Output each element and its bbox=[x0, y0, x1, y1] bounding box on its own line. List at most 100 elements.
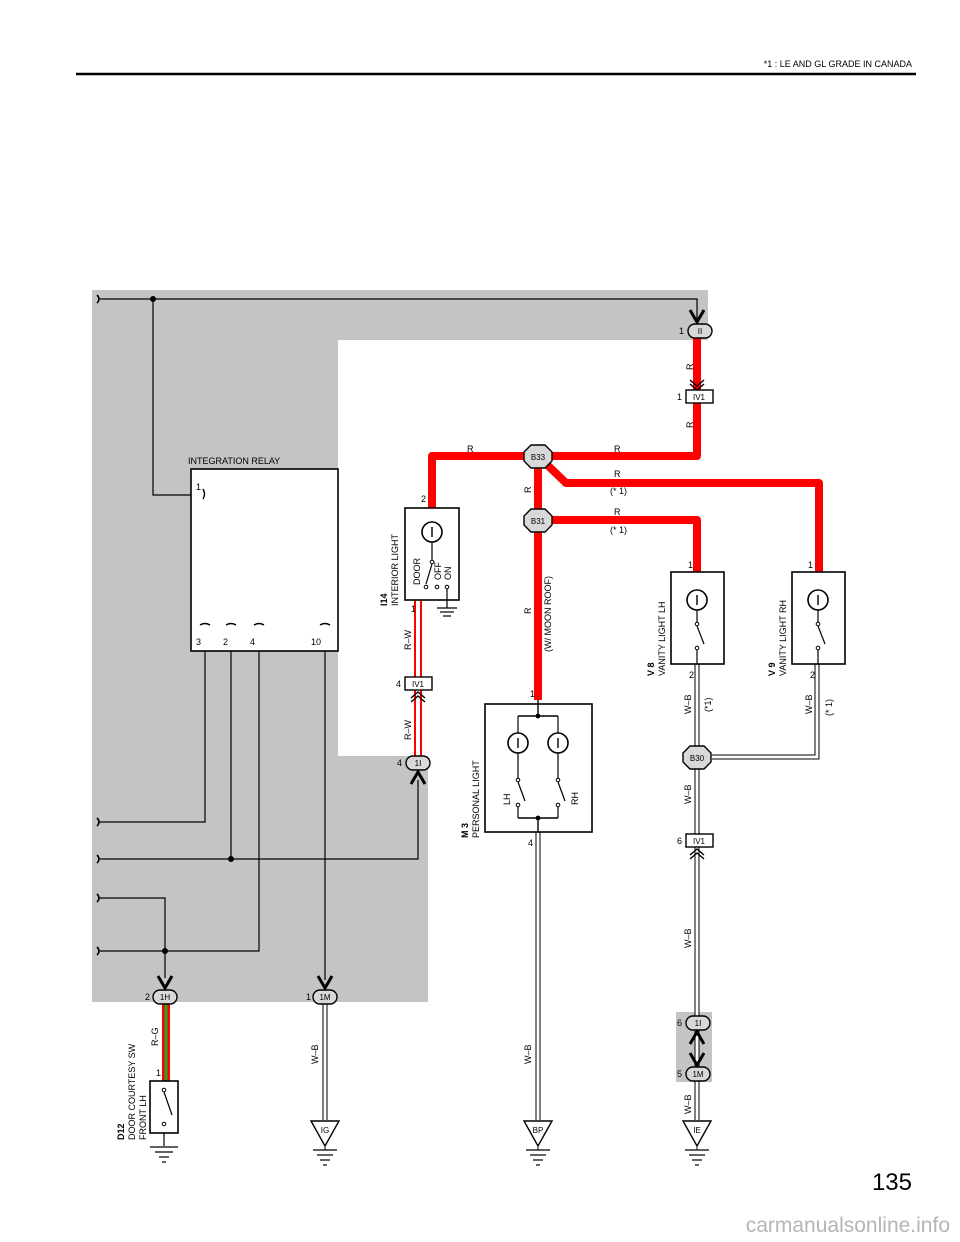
vanity-rh-name: VANITY LIGHT RH bbox=[778, 600, 788, 676]
vanity-rh-pin-top: 1 bbox=[808, 560, 813, 570]
ground-ie: IE bbox=[681, 1120, 713, 1166]
personal-light-code: M 3 bbox=[460, 823, 470, 838]
svg-text:1I: 1I bbox=[695, 1019, 702, 1028]
wire-label-r: R bbox=[685, 421, 695, 428]
interior-light-off: OFF bbox=[433, 562, 443, 580]
connector-iv1-top: IV1 1 bbox=[677, 379, 714, 404]
personal-light-lh: LH bbox=[502, 793, 512, 805]
connector-1i-mid: 1I 4 bbox=[397, 755, 431, 785]
connector-1m-pin: 1 bbox=[306, 992, 311, 1002]
svg-text:II: II bbox=[698, 327, 702, 336]
connector-ii-pin: 1 bbox=[679, 326, 684, 336]
wire-labels: R R R R R (* 1) R R (* 1) R (W/ MOON ROO… bbox=[150, 363, 834, 1114]
interior-light-pin-bottom: 1 bbox=[411, 604, 416, 614]
header-note: *1 : LE AND GL GRADE IN CANADA bbox=[764, 59, 912, 69]
connector-1i-low-pin: 6 bbox=[677, 1018, 682, 1028]
wire-r-g bbox=[162, 1003, 170, 1081]
wire-label-w-b: W–B bbox=[523, 1044, 533, 1064]
vanity-lh-name: VANITY LIGHT LH bbox=[657, 601, 667, 676]
vanity-light-lh: 1 2 V 8 VANITY LIGHT LH bbox=[646, 560, 725, 680]
connector-iv1-mid: IV1 4 bbox=[396, 676, 433, 703]
personal-light-name: PERSONAL LIGHT bbox=[471, 760, 481, 838]
connector-1m-low: 1M 5 bbox=[677, 1052, 711, 1082]
connector-1m: 1M 1 bbox=[306, 975, 338, 1005]
watermark: carmanualsonline.info bbox=[746, 1214, 950, 1237]
personal-light-pin-bottom: 4 bbox=[528, 838, 533, 848]
svg-text:IV1: IV1 bbox=[693, 837, 706, 846]
interior-light: DOOR OFF ON 2 1 I14 INTERIOR LIGHT bbox=[379, 494, 460, 617]
wire-label-r: R bbox=[523, 486, 533, 493]
relay-pin-4: 4 bbox=[250, 637, 255, 647]
ground-bp: BP bbox=[522, 1120, 554, 1166]
wire-label-w-b: W–B bbox=[683, 784, 693, 804]
vanity-light-rh: 1 2 V 9 VANITY LIGHT RH bbox=[767, 560, 846, 680]
svg-text:1H: 1H bbox=[160, 993, 170, 1002]
junction-b33: B33 bbox=[523, 444, 553, 469]
personal-light-rh: RH bbox=[570, 792, 580, 805]
connector-iv1-low: IV1 6 bbox=[677, 833, 714, 860]
wire-label-note: (* 1) bbox=[610, 486, 627, 496]
vanity-rh-code: V 9 bbox=[767, 662, 777, 676]
wire-label-w-b: W–B bbox=[683, 1094, 693, 1114]
double-wires bbox=[322, 660, 820, 1120]
door-courtesy-name2: FRONT LH bbox=[138, 1095, 148, 1140]
door-courtesy-code: D12 bbox=[116, 1123, 126, 1140]
svg-text:IV1: IV1 bbox=[693, 393, 706, 402]
vanity-lh-code: V 8 bbox=[646, 662, 656, 676]
integration-relay: INTEGRATION RELAY 1 3 2 4 10 bbox=[188, 456, 339, 652]
integration-relay-label: INTEGRATION RELAY bbox=[188, 456, 280, 466]
black-wires bbox=[100, 296, 698, 980]
connector-1i-mid-pin: 4 bbox=[397, 758, 402, 768]
vanity-lh-pin-bottom: 2 bbox=[689, 670, 694, 680]
personal-light-pin-top: 1 bbox=[530, 689, 535, 699]
wire-label-note: (*1) bbox=[703, 697, 713, 712]
vanity-rh-pin-bottom: 2 bbox=[810, 670, 815, 680]
wire-label-r: R bbox=[614, 507, 621, 517]
personal-light: LH RH 1 4 M 3 PERSONAL LIGHT bbox=[460, 689, 593, 848]
relay-pin-1: 1 bbox=[196, 482, 201, 492]
shaded-area bbox=[92, 290, 708, 1002]
junction-b30: B30 bbox=[682, 745, 712, 770]
wire-label-w-b: W–B bbox=[804, 694, 814, 714]
connector-1i-low: 1I 6 bbox=[677, 1015, 711, 1045]
ground-ig: IG bbox=[309, 1120, 341, 1166]
relay-pin-3: 3 bbox=[196, 637, 201, 647]
vanity-lh-pin-top: 1 bbox=[688, 560, 693, 570]
svg-text:B30: B30 bbox=[690, 754, 705, 763]
interior-light-door: DOOR bbox=[412, 557, 422, 585]
wire-label-r-w: R–W bbox=[403, 629, 413, 650]
svg-text:1M: 1M bbox=[692, 1070, 703, 1079]
wire-label-r: R bbox=[685, 363, 695, 370]
svg-text:IE: IE bbox=[693, 1126, 701, 1135]
connector-1m-low-pin: 5 bbox=[677, 1069, 682, 1079]
svg-text:IG: IG bbox=[321, 1126, 329, 1135]
connector-iv1-mid-pin: 4 bbox=[396, 679, 401, 689]
wire-label-r: R bbox=[614, 444, 621, 454]
svg-text:BP: BP bbox=[533, 1126, 544, 1135]
wire-label-r: R bbox=[614, 469, 621, 479]
svg-text:B33: B33 bbox=[531, 453, 546, 462]
wire-label-r-w: R–W bbox=[403, 719, 413, 740]
edge-marks bbox=[96, 294, 100, 956]
wire-label-note: (* 1) bbox=[610, 525, 627, 535]
svg-text:B31: B31 bbox=[531, 517, 546, 526]
interior-light-pin-top: 2 bbox=[421, 494, 426, 504]
door-courtesy-switch: 1 D12 DOOR COURTESY SW FRONT LH bbox=[116, 1043, 179, 1163]
wire-label-moon-roof: (W/ MOON ROOF) bbox=[543, 576, 553, 652]
wire-label-w-b: W–B bbox=[683, 928, 693, 948]
red-wires bbox=[428, 334, 823, 700]
svg-text:1I: 1I bbox=[415, 759, 422, 768]
svg-text:IV1: IV1 bbox=[412, 680, 425, 689]
relay-pin-2: 2 bbox=[223, 637, 228, 647]
page-number: 135 bbox=[872, 1169, 912, 1196]
connector-1h-pin: 2 bbox=[145, 992, 150, 1002]
wire-label-note: (* 1) bbox=[824, 699, 834, 716]
junction-b31: B31 bbox=[523, 508, 553, 533]
relay-pin-10: 10 bbox=[311, 637, 321, 647]
wire-label-w-b: W–B bbox=[310, 1044, 320, 1064]
connector-iv1-top-pin: 1 bbox=[677, 392, 682, 402]
wire-label-r: R bbox=[523, 607, 533, 614]
wire-label-r-g: R–G bbox=[150, 1027, 160, 1046]
door-courtesy-name1: DOOR COURTESY SW bbox=[127, 1043, 137, 1140]
